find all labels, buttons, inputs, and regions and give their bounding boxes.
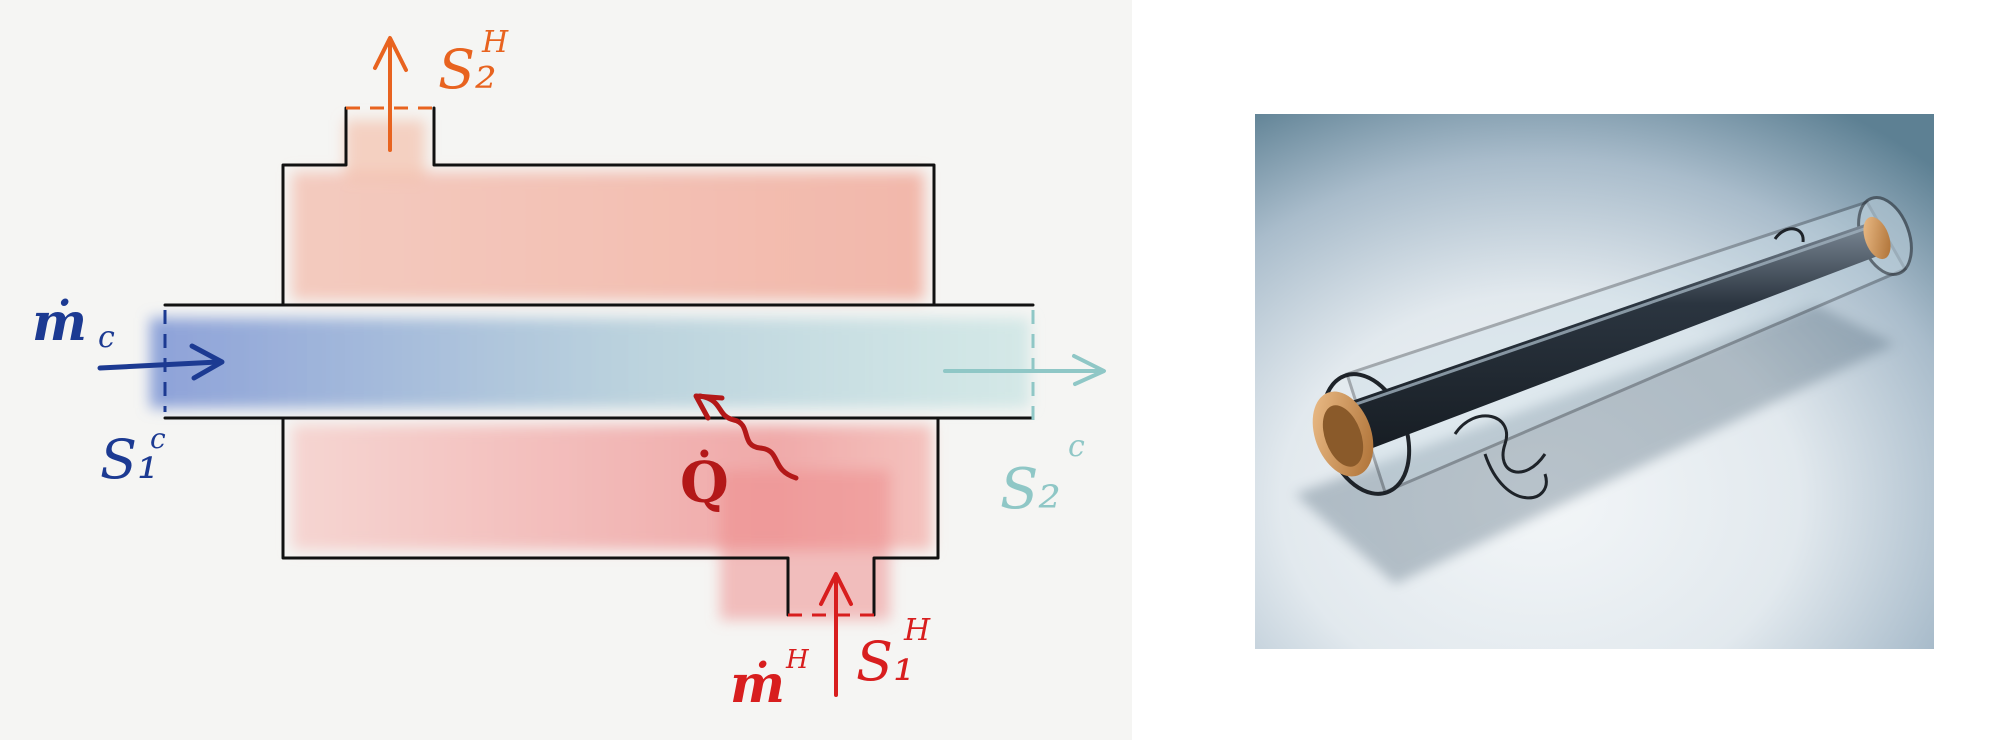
- system-boundaries: [163, 106, 1035, 617]
- hot-outlet-entropy-label: S₂: [438, 38, 497, 101]
- hot-fluid-top-wash: [292, 120, 924, 300]
- hot-inlet-entropy-label: S₁: [856, 630, 915, 693]
- heat-flow-arrow: [693, 393, 799, 481]
- tube-shadow: [1295, 304, 1895, 584]
- cold-mass-flow-label: ṁ: [32, 292, 87, 353]
- evacuated-tube-render: [1255, 114, 1934, 649]
- cold-inlet-entropy-label: S₁: [100, 428, 159, 491]
- cold-mass-flow-sub-label: c: [98, 320, 115, 355]
- heat-exchanger-sketch: S₂ H ṁ c S₁ c Q̇ S₂ c ṁ H S₁ H: [0, 0, 1132, 740]
- hot-outlet-sup-label: H: [481, 25, 509, 60]
- wire-supports: [1453, 227, 1805, 500]
- hot-mass-flow-label: ṁ: [730, 654, 785, 715]
- cold-fluid-wash: [150, 318, 1030, 408]
- hot-mass-flow-sup-label: H: [785, 645, 810, 675]
- hot-outlet-arrow: [373, 36, 408, 152]
- exchanger-outline: [163, 106, 1035, 617]
- cold-inlet-arrow: [97, 343, 225, 381]
- cold-outlet-arrow: [943, 354, 1106, 386]
- hot-inlet-sup-label: H: [903, 613, 931, 648]
- copper-end-cap: [1312, 216, 1891, 477]
- cold-outlet-sup-label: c: [1068, 429, 1085, 464]
- heat-flow-label: Q̇: [680, 448, 729, 516]
- hot-inlet-arrow: [819, 572, 853, 697]
- cold-inlet-sup-label: c: [150, 422, 166, 455]
- cold-outlet-entropy-label: S₂: [1000, 457, 1061, 522]
- hot-fluid-bottom-wash: [292, 425, 932, 620]
- absorber-tube: [1337, 222, 1883, 454]
